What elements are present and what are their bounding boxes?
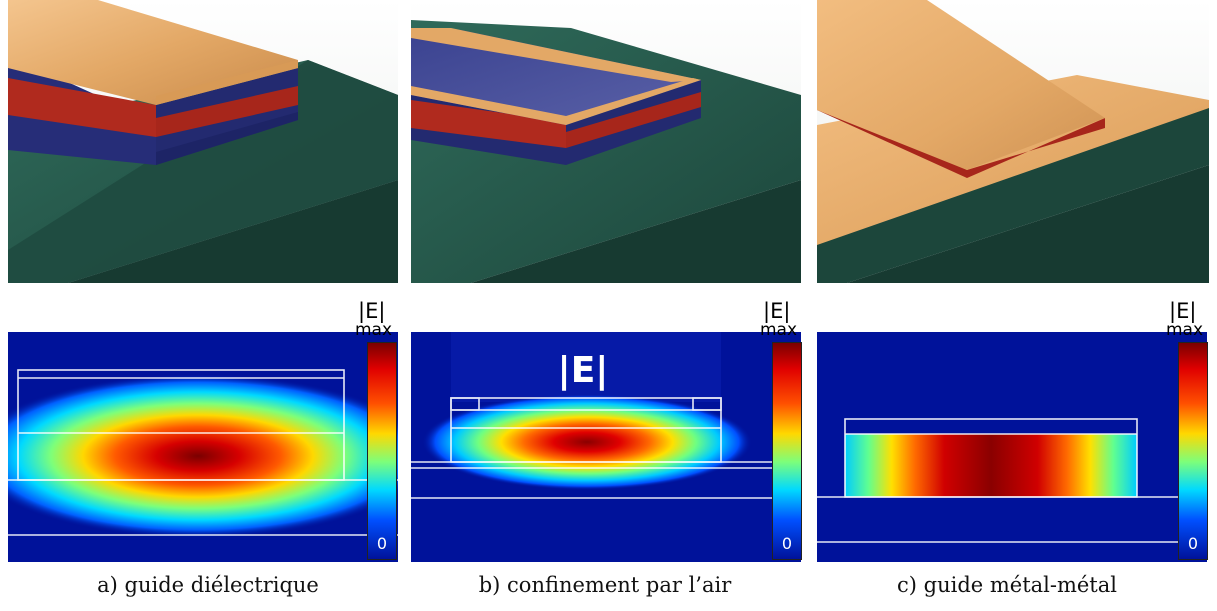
caption-a: a) guide diélectrique — [97, 573, 319, 597]
colorbar-title: |E| — [763, 299, 791, 323]
colorbar-max-label: max — [760, 320, 798, 340]
colorbar-b: |E| max 0 — [760, 300, 810, 562]
colorbar-title: |E| — [358, 299, 386, 323]
mode-profile — [8, 374, 398, 538]
colorbar-title: |E| — [1169, 299, 1197, 323]
gold-rail-front — [411, 78, 701, 125]
field-map-metal — [817, 332, 1207, 562]
field-label: |E| — [558, 350, 609, 391]
caption-c: c) guide métal-métal — [897, 573, 1117, 597]
colorbar-min-label: 0 — [376, 534, 388, 553]
colorbar-max-label: max — [1166, 320, 1204, 340]
colorbar-max-label: max — [355, 320, 393, 340]
colorbar-min-label: 0 — [781, 534, 793, 553]
field-map-air: |E| — [411, 332, 801, 562]
render-air-confinement — [411, 0, 801, 283]
colorbar-min-label: 0 — [1187, 534, 1199, 553]
render-metal-metal — [817, 0, 1209, 283]
gold-rail-back — [411, 28, 701, 82]
render-dielectric-waveguide — [8, 0, 398, 283]
colorbar-a: |E| max 0 — [355, 300, 405, 562]
caption-b: b) confinement par l’air — [478, 573, 732, 597]
gold-top-strip — [817, 0, 1105, 170]
field-map-dielectric — [8, 332, 398, 562]
mode-profile — [845, 434, 1137, 497]
colorbar-c: |E| max 0 — [1166, 300, 1216, 562]
